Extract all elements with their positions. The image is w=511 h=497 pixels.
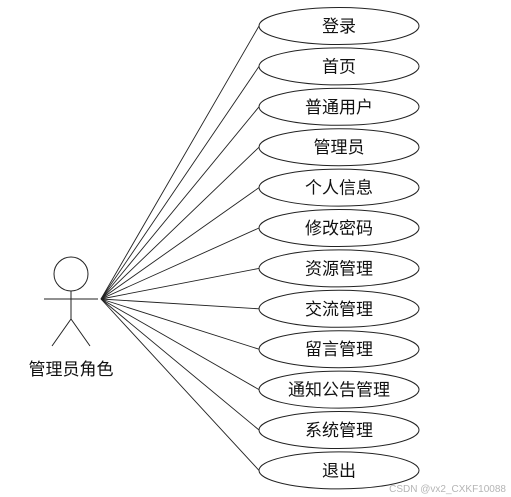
use-case-label: 退出 (322, 461, 356, 481)
use-case-ellipse (258, 47, 420, 86)
use-case-ellipse (258, 87, 420, 126)
association-line (100, 146, 260, 300)
use-case-ellipse (258, 7, 420, 45)
actor-right-leg (70, 318, 91, 347)
use-case-label: 首页 (322, 57, 356, 77)
use-case: 管理员 (258, 128, 420, 167)
association-line (100, 298, 260, 350)
use-case-ellipse (258, 168, 420, 207)
use-case-group: 登录首页普通用户管理员个人信息修改密码资源管理交流管理留言管理通知公告管理系统管… (258, 7, 420, 490)
association-line (100, 298, 260, 471)
actor-left-leg (51, 318, 72, 347)
association-line (100, 227, 260, 300)
actor-head (53, 256, 89, 292)
use-case: 普通用户 (258, 87, 420, 126)
use-case-label: 交流管理 (305, 300, 373, 320)
use-case-label: 通知公告管理 (288, 381, 390, 401)
use-case-ellipse (258, 249, 420, 288)
use-case-label: 管理员 (314, 138, 365, 158)
use-case: 资源管理 (258, 249, 420, 288)
use-case: 通知公告管理 (258, 370, 420, 409)
use-case: 修改密码 (258, 209, 420, 247)
association-line (100, 298, 260, 431)
use-case-ellipse (258, 411, 420, 449)
use-case: 个人信息 (258, 168, 420, 207)
use-case-ellipse (258, 209, 420, 247)
use-case-label: 留言管理 (305, 340, 373, 360)
association-line (100, 187, 260, 300)
association-line (100, 25, 260, 300)
use-case-label: 登录 (322, 17, 356, 37)
use-case: 首页 (258, 47, 420, 86)
watermark: CSDN @vx2_CXKF10088 (389, 484, 506, 495)
use-case: 交流管理 (258, 289, 420, 328)
use-case: 退出 (258, 451, 420, 490)
association-line (100, 66, 260, 300)
use-case-ellipse (258, 128, 420, 167)
use-case-label: 普通用户 (305, 98, 373, 118)
use-case-ellipse (258, 330, 420, 369)
association-line (100, 298, 260, 390)
actor-label: 管理员角色 (29, 360, 114, 380)
association-line (100, 106, 260, 300)
use-case-ellipse (258, 289, 420, 328)
association-lines (100, 25, 260, 471)
association-line (100, 298, 260, 310)
use-case-label: 资源管理 (305, 259, 373, 279)
use-case: 留言管理 (258, 330, 420, 369)
use-case: 登录 (258, 7, 420, 45)
use-case-label: 个人信息 (305, 179, 373, 199)
use-case-label: 系统管理 (305, 421, 373, 441)
use-case-ellipse (258, 370, 420, 409)
use-case: 系统管理 (258, 411, 420, 449)
actor-figure (44, 256, 98, 347)
association-line (100, 267, 260, 300)
use-case-ellipse (258, 451, 420, 490)
use-case-label: 修改密码 (305, 219, 373, 239)
